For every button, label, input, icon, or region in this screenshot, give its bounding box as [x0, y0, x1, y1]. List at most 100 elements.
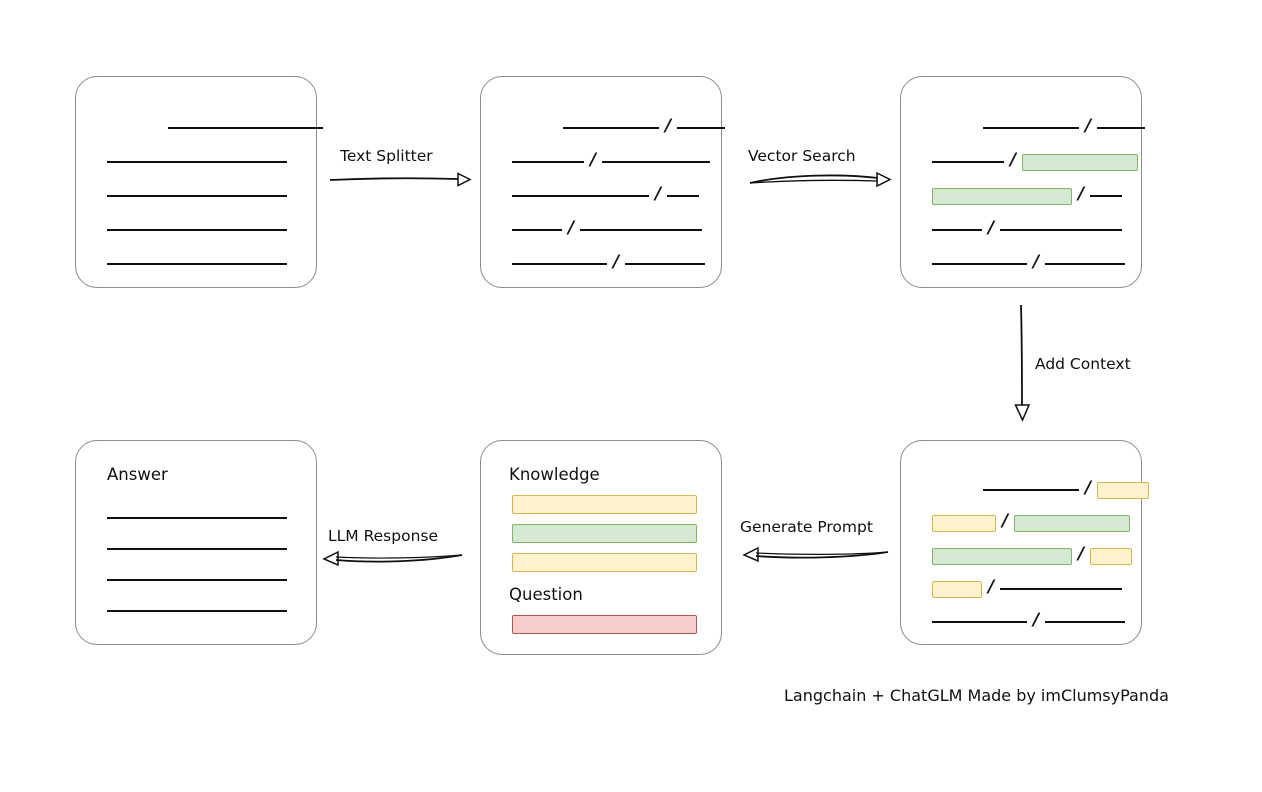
chunk-separator: / — [590, 149, 597, 170]
text-line-segment — [107, 229, 287, 231]
llm-response-arrow — [322, 550, 463, 567]
chunk-separator: / — [665, 115, 672, 136]
text-row — [107, 542, 293, 556]
text-splitter-arrow — [329, 172, 472, 187]
text-line-segment — [1097, 127, 1146, 129]
text-row — [107, 189, 293, 203]
knowledge-label: Knowledge — [509, 465, 600, 484]
text-row: / — [932, 510, 1136, 532]
prompt-bar-row — [512, 523, 697, 543]
text-line-segment — [512, 161, 584, 163]
add-context-arrow — [1014, 304, 1031, 422]
text-line-segment — [932, 263, 1027, 265]
text-row — [107, 121, 329, 135]
green-highlight-chip — [932, 187, 1072, 205]
prompt-bar-row — [512, 494, 697, 514]
text-row — [107, 511, 293, 525]
answer-label: Answer — [107, 465, 168, 484]
text-row: / — [512, 217, 708, 238]
chunk-separator: / — [568, 217, 575, 238]
text-line-segment — [932, 229, 982, 231]
context-added-rows: / / / / / — [901, 441, 1150, 644]
red-prompt-bar — [512, 614, 697, 634]
yellow-highlight-chip — [932, 514, 996, 532]
generated-prompt-box[interactable]: Knowledge Question — [480, 440, 722, 655]
add-context-label: Add Context — [1035, 355, 1131, 373]
chunk-separator: / — [1085, 477, 1092, 498]
text-row — [107, 257, 293, 271]
chunk-separator: / — [1010, 149, 1017, 170]
text-line-segment — [512, 263, 607, 265]
chunk-separator: / — [1033, 609, 1040, 630]
text-row: / — [932, 219, 1128, 237]
text-row: / — [512, 149, 716, 170]
text-row: / — [932, 576, 1128, 598]
text-row: / — [932, 149, 1144, 171]
chunk-separator: / — [655, 183, 662, 204]
text-row — [107, 573, 293, 587]
split-chunks-rows: / / / / / — [481, 77, 726, 287]
text-row: / — [512, 251, 711, 272]
knowledge-bars — [481, 441, 721, 654]
chunk-separator: / — [988, 576, 995, 597]
text-line-segment — [1045, 621, 1126, 623]
yellow-prompt-bar — [512, 552, 697, 572]
text-line-segment — [983, 489, 1079, 491]
text-row: / — [932, 477, 1155, 499]
prompt-bar-row — [512, 552, 697, 572]
text-row — [107, 223, 293, 237]
chunk-separator: / — [1078, 183, 1085, 204]
answer-box[interactable]: Answer — [75, 440, 317, 645]
text-line-segment — [625, 263, 706, 265]
text-line-segment — [932, 621, 1027, 623]
text-line-segment — [1000, 588, 1123, 590]
vector-search-results-box[interactable]: / / / / / — [900, 76, 1146, 288]
generate-prompt-arrow — [742, 546, 889, 563]
text-line-segment — [580, 229, 703, 231]
llm-response-label: LLM Response — [328, 527, 439, 545]
vector-search-label: Vector Search — [748, 147, 856, 165]
text-line-segment — [1000, 229, 1123, 231]
text-row: / — [932, 609, 1131, 630]
chunk-separator: / — [1085, 115, 1092, 136]
text-row: / — [932, 543, 1138, 565]
text-row: / — [512, 183, 705, 204]
vector-search-arrow — [749, 171, 892, 188]
text-line-segment — [983, 127, 1079, 129]
text-row: / — [512, 115, 731, 136]
text-line-segment — [1090, 195, 1123, 197]
source-document-rows — [76, 77, 323, 287]
generate-prompt-label: Generate Prompt — [740, 518, 873, 536]
text-line-segment — [107, 610, 287, 612]
text-line-segment — [667, 195, 700, 197]
text-line-segment — [512, 229, 562, 231]
text-row — [107, 604, 293, 618]
text-row: / — [932, 183, 1128, 205]
answer-rows — [76, 441, 316, 644]
source-document-box[interactable] — [75, 76, 323, 288]
text-line-segment — [512, 195, 649, 197]
text-line-segment — [602, 161, 711, 163]
chunk-separator: / — [1033, 251, 1040, 272]
text-line-segment — [563, 127, 659, 129]
text-line-segment — [107, 195, 287, 197]
split-chunks-box[interactable]: / / / / / — [480, 76, 726, 288]
prompt-bar-row — [512, 614, 697, 634]
vector-search-results-rows: / / / / / — [901, 77, 1146, 287]
text-line-segment — [107, 548, 287, 550]
chunk-separator: / — [613, 251, 620, 272]
yellow-highlight-chip — [932, 580, 982, 598]
text-row: / — [932, 115, 1151, 136]
text-line-segment — [107, 579, 287, 581]
chunk-separator: / — [1078, 543, 1085, 564]
text-line-segment — [107, 517, 287, 519]
text-line-segment — [107, 161, 287, 163]
context-added-box[interactable]: / / / / / — [900, 440, 1150, 645]
yellow-highlight-chip — [1097, 481, 1150, 499]
question-label: Question — [509, 585, 583, 604]
text-row — [107, 155, 293, 169]
green-highlight-chip — [932, 547, 1072, 565]
text-line-segment — [168, 127, 323, 129]
chunk-separator: / — [1002, 510, 1009, 531]
